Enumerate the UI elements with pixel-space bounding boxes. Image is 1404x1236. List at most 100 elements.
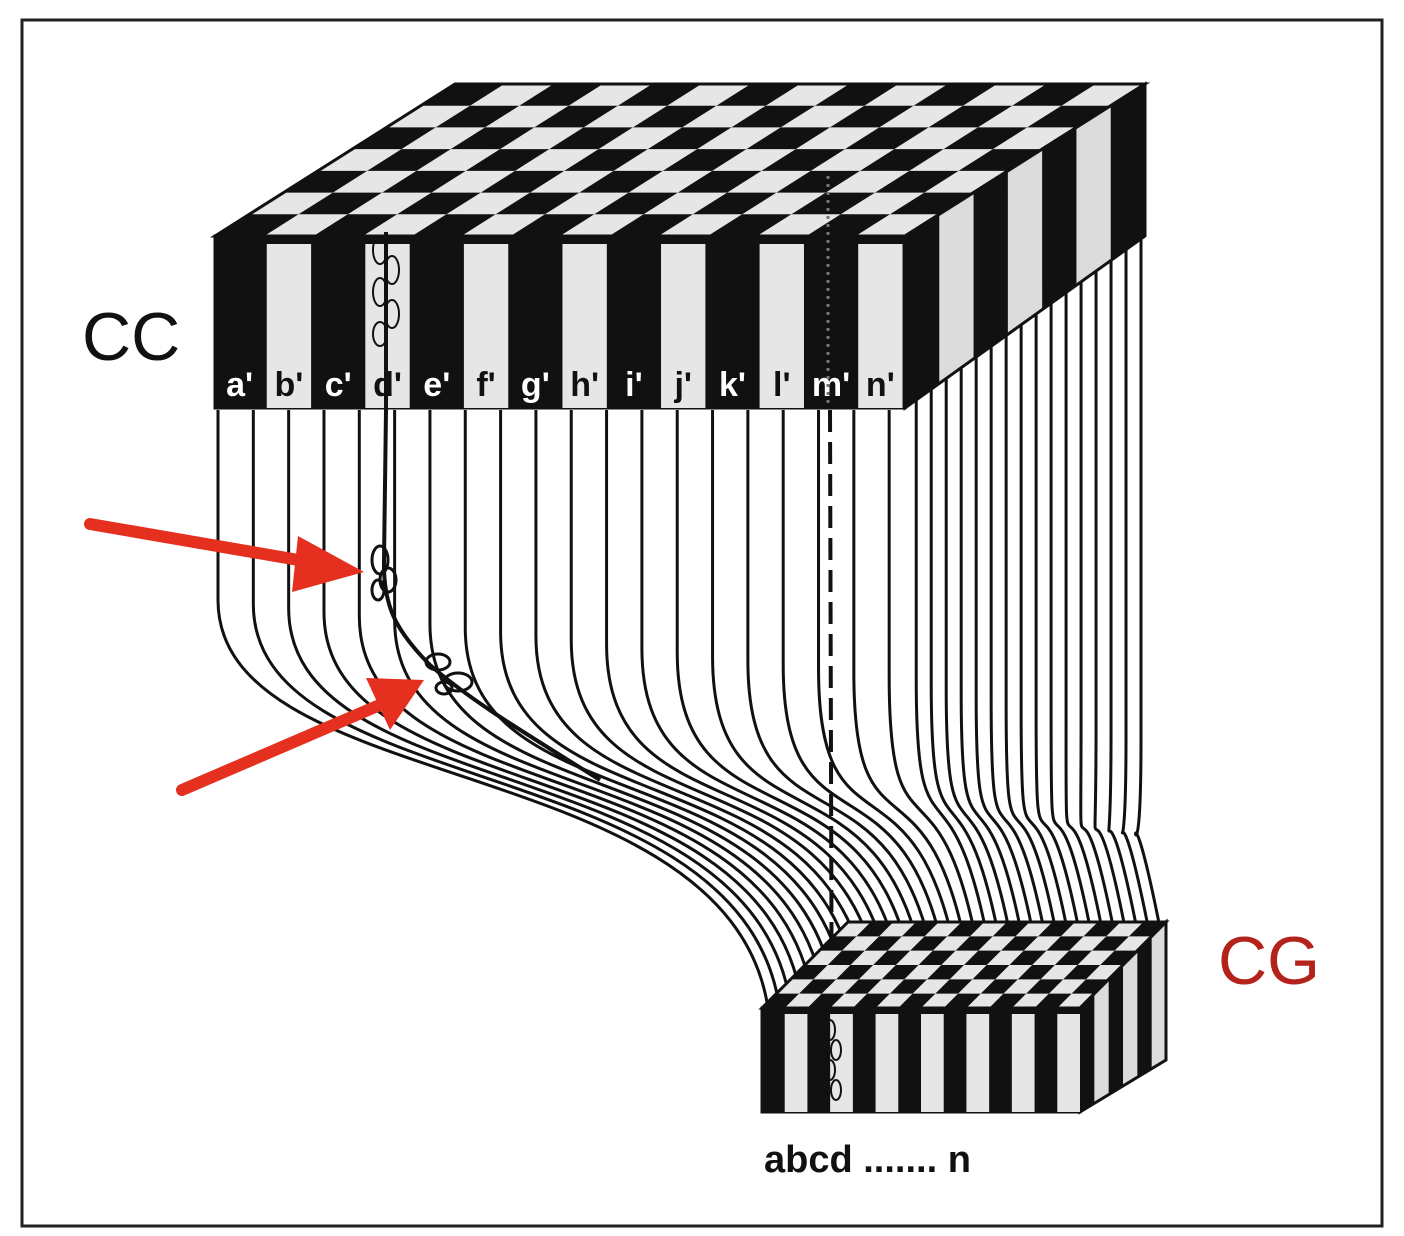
cc-top-cell [928, 105, 1013, 128]
cc-top-cell [830, 105, 914, 128]
column-label: e' [423, 366, 450, 404]
cg-top-cell [918, 950, 956, 965]
cc-top-cell [1027, 105, 1111, 128]
cg-top-cell [1017, 965, 1055, 980]
cc-top-cell [746, 127, 830, 150]
cc-top-cell [913, 84, 998, 106]
cc-top-cell [890, 192, 974, 215]
cc-top-cell [420, 84, 505, 106]
fibre [251, 410, 781, 1006]
cc-top-cell [791, 192, 875, 215]
cg-top-cell [1054, 950, 1092, 965]
fibre [989, 345, 1050, 952]
fibre [357, 410, 815, 1000]
cg-top-cell [1063, 965, 1101, 980]
cc-top-cell [367, 149, 451, 171]
fibre [1120, 248, 1151, 931]
cg-top-cell [992, 922, 1030, 937]
cc-top-cell [609, 214, 693, 236]
fibre [1034, 313, 1084, 945]
cg-top-cell [836, 965, 874, 980]
cg-top-cell [1100, 950, 1138, 965]
cc-top-cell [677, 170, 762, 193]
cc-light-column [463, 244, 509, 408]
cc-top-cell [549, 127, 633, 150]
cg-top-cell [1083, 922, 1121, 937]
cg-top-cell [1046, 936, 1084, 951]
cc-top-checkerboard [215, 84, 1111, 236]
cg-top-cell [980, 979, 1018, 994]
column-label: c' [325, 366, 352, 404]
cc-right-stripe [905, 214, 940, 408]
cc-block: a'b'c'd'e'f'g'h'i'j'k'l'm'n' [209, 81, 1151, 411]
cg-top-cell [1001, 936, 1039, 951]
cc-right-stripe [973, 170, 1008, 359]
cg-right-stripe [1137, 936, 1152, 1078]
cc-front-columns [266, 244, 903, 408]
cc-top-cell [845, 127, 929, 150]
cc-top-cell [480, 170, 565, 193]
fibre [781, 410, 949, 972]
cg-top-cell [1091, 936, 1129, 951]
axon-branches-low [424, 652, 474, 696]
cg-top-cell [1026, 979, 1064, 994]
fibre [463, 410, 848, 993]
cg-light-column [966, 1014, 990, 1112]
cg-top-cell [926, 965, 964, 980]
cg-right-stripe [1080, 993, 1095, 1112]
column-label: f' [476, 366, 495, 404]
fibre [1093, 270, 1128, 936]
column-label: j' [673, 366, 692, 404]
cg-right-stripe [1108, 965, 1123, 1095]
fibre [569, 410, 882, 986]
cc-top-cell [352, 127, 436, 150]
cg-top-cell [799, 979, 837, 994]
cg-top-cell [873, 950, 911, 965]
cc-top-cell [382, 170, 466, 193]
fibre [929, 389, 1005, 961]
cc-top-cell [943, 127, 1028, 150]
fibre [216, 410, 770, 1009]
fibre [944, 378, 1016, 958]
fibre [852, 410, 972, 968]
fibre [322, 410, 804, 1002]
fibre [1079, 281, 1117, 938]
cg-top-cell [881, 965, 919, 980]
fibre [711, 410, 927, 977]
fibre [675, 410, 916, 979]
cc-top-cell [579, 170, 663, 193]
fibre-bundle [216, 238, 1162, 1009]
cg-top-cell [864, 936, 902, 951]
cc-light-column [858, 244, 903, 408]
cc-right-stripe [1110, 84, 1145, 261]
cc-top-cell [1012, 84, 1096, 106]
cg-block [758, 918, 1170, 1115]
cc-light-column [759, 244, 804, 408]
cg-top-cell [1038, 922, 1076, 937]
fibre [1019, 324, 1072, 947]
fibre [914, 399, 994, 963]
axon-branches-top [372, 235, 400, 347]
red-arrow-upper [84, 518, 364, 592]
cc-top-cell [632, 105, 717, 128]
cc-top-cell [692, 192, 777, 215]
cc-top-cell [534, 105, 618, 128]
fibre [1064, 291, 1106, 940]
cg-top-cell [898, 993, 936, 1008]
fibre [640, 410, 904, 981]
cg-top-cell [852, 993, 890, 1008]
cg-top-checkerboard [762, 922, 1166, 1008]
axon-branches-mid [370, 544, 398, 602]
fibre [974, 356, 1039, 954]
cg-light-column [1057, 1014, 1080, 1112]
cc-top-cell [283, 170, 368, 193]
cc-top-cell [806, 214, 890, 236]
cg-top-cell [1071, 979, 1109, 994]
column-label: b' [274, 366, 303, 404]
cg-light-column [830, 1014, 853, 1112]
cc-top-cell [510, 214, 595, 236]
cg-label: CG [1218, 923, 1320, 999]
cc-top-cell [647, 127, 732, 150]
cg-top-cell [989, 993, 1027, 1008]
